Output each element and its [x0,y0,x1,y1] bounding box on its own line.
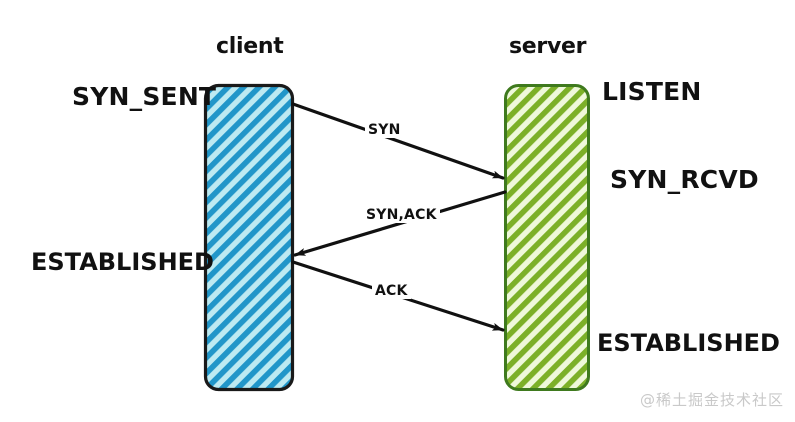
server-state-listen: LISTEN [602,77,702,106]
node-server[interactable] [504,84,590,391]
node-client[interactable] [203,83,295,392]
client-box [203,83,295,392]
syn-line [291,102,505,180]
server-state-established: ESTABLISHED [597,329,780,357]
message-label-syn-ack: SYN,ACK [363,207,440,223]
syn-ack-line [293,190,507,257]
message-arrow-syn-ack [293,190,507,257]
server-state-syn-rcvd: SYN_RCVD [610,165,759,194]
client-state-established: ESTABLISHED [31,248,214,276]
client-title: client [216,34,284,59]
message-label-syn: SYN [365,122,404,138]
message-arrow-syn [291,102,505,180]
watermark: @稀土掘金技术社区 [640,391,785,409]
client-state-syn-sent: SYN_SENT [72,82,217,111]
server-title: server [509,34,587,59]
server-box [504,84,590,391]
message-label-ack: ACK [372,283,411,299]
